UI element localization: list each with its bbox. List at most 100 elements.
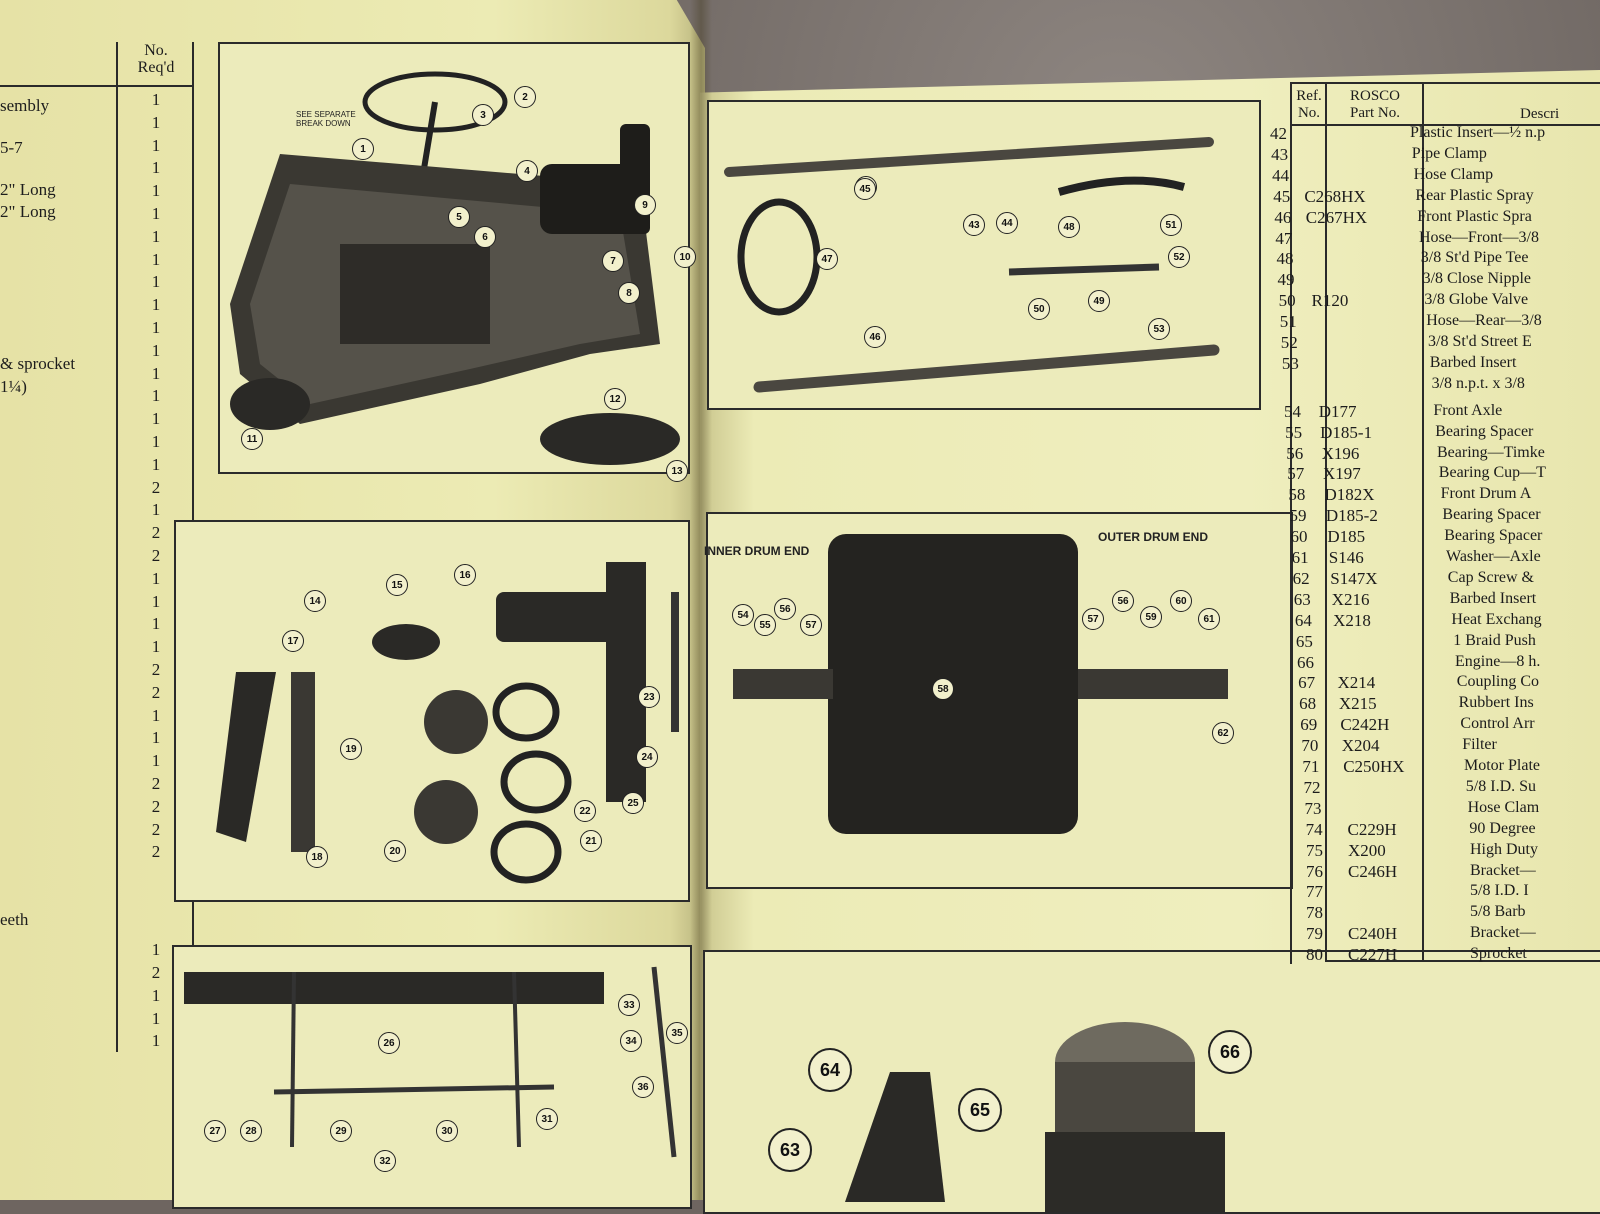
left-table-qty: 1 [151, 318, 161, 337]
right-table-desc: Sprocket [1470, 945, 1527, 963]
right-table-desc: 5/8 I.D. I [1470, 882, 1529, 900]
callout-16: 16 [454, 564, 476, 586]
left-table-qty: 1 [151, 135, 161, 155]
right-table-part: C242H [1340, 715, 1390, 735]
callout-27: 27 [204, 1120, 226, 1142]
left-table-qty: 2 [151, 796, 161, 816]
right-table-col-rule-2 [1422, 82, 1424, 962]
callout-21: 21 [580, 830, 602, 852]
right-table-ref: 63 [1293, 589, 1311, 609]
right-table-ref: 79 [1306, 924, 1323, 944]
left-table-qty: 2 [151, 774, 161, 793]
right-table-desc: Motor Plate [1464, 757, 1540, 774]
left-table-qty: 1 [151, 454, 161, 474]
right-table-ref: 76 [1306, 861, 1323, 881]
right-table-ref-header: Ref. No. [1296, 88, 1322, 121]
callout-6: 6 [474, 226, 496, 248]
left-table-qty: 1 [151, 386, 161, 406]
left-table-qty: 1 [151, 1008, 161, 1028]
right-table-desc: Hose Clam [1467, 798, 1540, 816]
right-table-ref: 56 [1286, 443, 1304, 463]
callout-8: 8 [618, 282, 640, 304]
right-table-part: X216 [1331, 589, 1370, 609]
right-table-ref: 65 [1295, 631, 1313, 651]
right-table-part: D182X [1324, 485, 1375, 505]
right-table-desc: Hose—Front—3/8 [1419, 228, 1539, 246]
callout-9: 9 [634, 194, 656, 216]
right-table-desc: Front Drum A [1440, 485, 1532, 503]
see-separate-note: SEE SEPARATE BREAK DOWN [296, 110, 356, 128]
right-table-part: X215 [1338, 694, 1377, 714]
right-table-ref: 45 [1273, 186, 1291, 206]
callout-4: 4 [516, 160, 538, 182]
left-table-description: eeth [0, 910, 29, 929]
right-table-ref: 80 [1306, 945, 1323, 965]
right-table-ref: 43 [1271, 144, 1289, 164]
callout-36: 36 [632, 1076, 654, 1098]
right-table-part: X204 [1341, 736, 1380, 756]
left-table-qty: 1 [151, 90, 161, 109]
right-table-col-rule-1 [1325, 82, 1327, 962]
left-table-qty: 1 [151, 985, 161, 1005]
callout-22: 22 [574, 800, 596, 822]
callout-17: 17 [282, 630, 304, 652]
left-table-qty: 2 [151, 546, 161, 565]
right-table-desc: Bearing Spacer [1435, 422, 1534, 440]
right-table-ref: 73 [1304, 798, 1322, 818]
right-table-part: C267HX [1305, 207, 1368, 227]
right-table-ref: 68 [1299, 694, 1317, 714]
left-table-qty: 1 [151, 1031, 161, 1051]
callout-20: 20 [384, 840, 406, 862]
engine-drawing [845, 1022, 1225, 1212]
callout-19: 19 [340, 738, 362, 760]
right-table-part: C268HX [1304, 186, 1366, 206]
right-table-desc: Bearing—Timke [1437, 443, 1545, 461]
left-table-qty: 1 [151, 158, 161, 178]
left-table-qty: 1 [151, 637, 161, 657]
right-table-ref: 67 [1298, 673, 1316, 693]
book-gutter [690, 0, 712, 1200]
left-table-description: & sprocket [0, 354, 76, 373]
right-table-ref: 49 [1277, 270, 1295, 290]
right-table-ref: 47 [1275, 228, 1293, 248]
right-table-desc: Front Axle [1433, 401, 1503, 419]
right-table-part: X218 [1333, 610, 1371, 630]
callout-56: 56 [774, 598, 796, 620]
callout-58: 58 [932, 678, 954, 700]
callout-64: 64 [808, 1048, 852, 1092]
right-table-part: X197 [1323, 464, 1361, 484]
left-table-description: 5-7 [0, 138, 23, 157]
right-table-ref: 51 [1279, 312, 1297, 332]
left-table-qty: 1 [151, 249, 161, 269]
left-table-qty: 1 [151, 226, 161, 246]
figure-front-drum: INNER DRUM END OUTER DRUM END [704, 512, 1293, 889]
left-table-qty: 1 [151, 591, 161, 611]
callout-32: 32 [374, 1150, 396, 1172]
right-table-desc: Plastic Insert—½ n.p [1410, 124, 1546, 141]
right-table-part: C229H [1347, 819, 1397, 839]
callout-51: 51 [1160, 214, 1182, 236]
steering-parts-drawing [216, 562, 679, 884]
right-table-ref: 71 [1302, 757, 1320, 776]
callout-48: 48 [1058, 216, 1080, 238]
left-table-qty: 1 [151, 204, 161, 223]
right-table-desc: Hose Clamp [1413, 165, 1494, 183]
right-table-desc: Heat Exchang [1451, 610, 1542, 628]
callout-33: 33 [618, 994, 640, 1016]
right-table-part: C227H [1348, 945, 1398, 965]
callout-57: 57 [800, 614, 822, 636]
right-table-desc: 5/8 Barb [1470, 903, 1526, 921]
right-table-part: S147X [1330, 568, 1378, 588]
callout-56: 56 [1112, 590, 1134, 612]
right-table-ref: 69 [1300, 715, 1318, 735]
callout-34: 34 [620, 1030, 642, 1052]
right-table-desc: Front Plastic Spra [1417, 207, 1532, 225]
left-table-qty: 2 [151, 963, 161, 982]
callout-28: 28 [240, 1120, 262, 1142]
left-table-description: 2" Long [0, 180, 56, 199]
callout-43: 43 [963, 214, 985, 236]
callout-24: 24 [636, 746, 658, 768]
left-table-qty: 1 [151, 500, 161, 520]
right-table-part: C240H [1348, 924, 1398, 944]
